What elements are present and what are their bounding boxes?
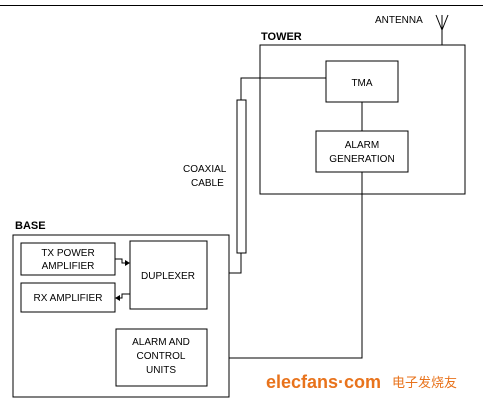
watermark-brand: elecfans·com: [266, 372, 381, 392]
alarm-control-units-line-1: ALARM AND: [132, 337, 190, 348]
alarm-generation-line-1: ALARM: [345, 140, 379, 151]
antenna-label: ANTENNA: [375, 15, 423, 26]
duplexer-label: DUPLEXER: [141, 271, 195, 282]
rx-amplifier-label: RX AMPLIFIER: [34, 293, 103, 304]
duplexer-to-rx-arrow: [115, 293, 130, 301]
alarm-control-units-line-3: UNITS: [146, 365, 176, 376]
tx-power-amplifier-line-1: TX POWER: [41, 248, 94, 259]
tx-to-duplexer-arrow: [115, 258, 130, 266]
base-label: BASE: [15, 220, 46, 232]
rx-amplifier-box: [20, 282, 116, 313]
tower-label: TOWER: [261, 31, 302, 43]
cable-to-tma-line: [240, 77, 326, 100]
alarm-generation-box: [315, 130, 409, 173]
alarm-generation-line-2: GENERATION: [329, 154, 394, 165]
tma-label: TMA: [351, 78, 372, 89]
alarm-signal-line: [207, 172, 363, 359]
tx-power-amplifier-line-2: AMPLIFIER: [42, 261, 95, 272]
duplexer-box: [129, 240, 208, 310]
watermark-chinese: 电子发烧友: [392, 375, 457, 391]
coaxial-cable: [236, 99, 247, 254]
alarm-control-units-line-2: CONTROL: [137, 351, 186, 362]
coaxial-label-line-2: CABLE: [191, 178, 224, 189]
alarm-control-units-box: [115, 328, 208, 387]
coaxial-label-line-1: COAXIAL: [183, 164, 227, 175]
